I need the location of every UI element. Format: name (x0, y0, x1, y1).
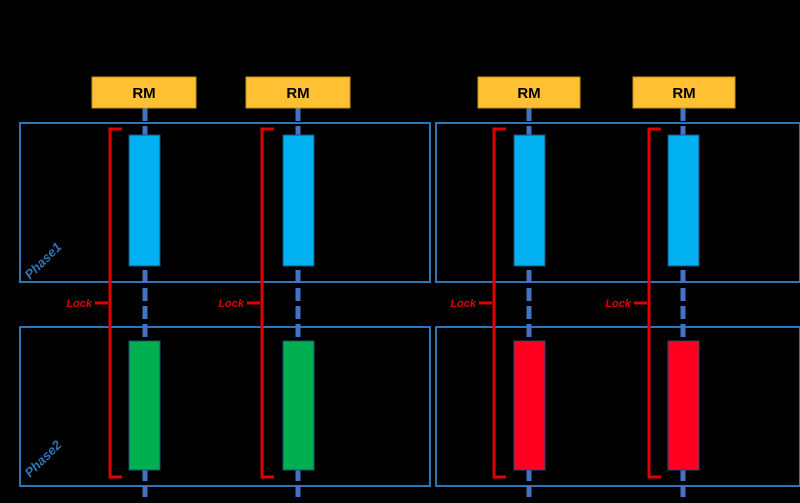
participant-1: RM Lock (66, 76, 197, 497)
phase1-frame (19, 122, 800, 283)
phase1-bar (513, 134, 546, 267)
phase2-frame (19, 326, 800, 487)
lock-label: Lock (218, 298, 245, 310)
lock-bracket (108, 127, 122, 479)
participant-2: RM Lock (218, 76, 351, 497)
rm-box (91, 76, 197, 109)
rm-label: RM (517, 85, 540, 102)
phase1-bar (128, 134, 161, 267)
rm-box (632, 76, 736, 109)
rm-label: RM (672, 85, 695, 102)
participant-3: RM Lock (450, 76, 581, 497)
lock-bracket (492, 127, 506, 479)
rm-label: RM (132, 85, 155, 102)
lock-bracket (260, 127, 274, 479)
rm-label: RM (286, 85, 309, 102)
phase2-bar-abort (513, 340, 546, 471)
rm-box (477, 76, 581, 109)
phase1-bar (282, 134, 315, 267)
phase2-bar-commit (282, 340, 315, 471)
rm-box (245, 76, 351, 109)
lock-label: Lock (450, 298, 477, 310)
lock-label: Lock (605, 298, 632, 310)
phase1-bar (667, 134, 700, 267)
lock-label: Lock (66, 298, 93, 310)
lock-bracket (647, 127, 661, 479)
phase2-bar-abort (667, 340, 700, 471)
participant-4: RM Lock (605, 76, 736, 497)
phase2-bar-commit (128, 340, 161, 471)
